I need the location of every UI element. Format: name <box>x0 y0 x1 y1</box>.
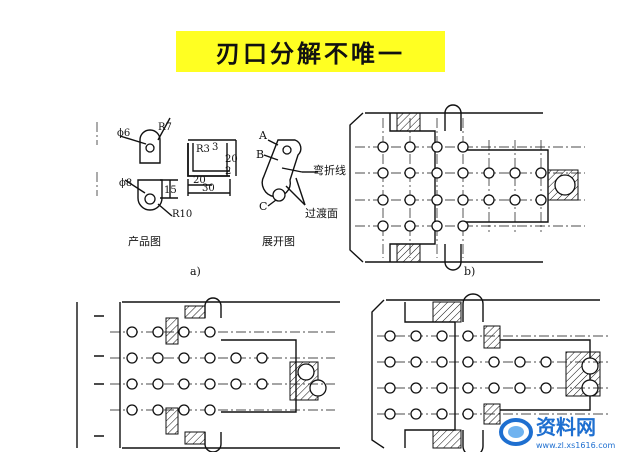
watermark: 资料网 www.zl.xs1616.com <box>496 404 628 452</box>
pilot-hole <box>431 141 443 153</box>
pilot-hole <box>457 167 469 179</box>
pilot-hole <box>178 404 190 416</box>
pilot-hole <box>126 378 138 390</box>
pilot-hole <box>436 330 448 342</box>
pilot-hole <box>126 326 138 338</box>
pilot-hole <box>410 356 422 368</box>
pilot-hole <box>256 378 268 390</box>
dim-30: 30 <box>202 183 215 194</box>
page-title: 刃口分解不唯一 <box>216 40 405 68</box>
pilot-hole <box>230 378 242 390</box>
pilot-hole <box>404 141 416 153</box>
pilot-hole <box>457 220 469 232</box>
product-caption: 产品图 <box>128 234 161 248</box>
pilot-hole <box>377 167 389 179</box>
dim-r7: R7 <box>158 122 172 133</box>
marker-a: A <box>258 129 268 142</box>
pilot-hole <box>483 167 495 179</box>
pilot-hole <box>204 404 216 416</box>
pilot-hole <box>204 326 216 338</box>
bottom-left-strip <box>76 297 340 452</box>
pilot-hole <box>410 382 422 394</box>
pilot-hole <box>410 408 422 420</box>
pilot-hole <box>488 356 500 368</box>
pilot-hole <box>384 330 396 342</box>
pilot-hole <box>377 220 389 232</box>
figure-a-unfold: A B C 弯折线 过渡面 展开图 <box>256 129 346 248</box>
pilot-hole <box>462 382 474 394</box>
dim-d8: ϕ8 <box>119 178 132 189</box>
pilot-hole <box>152 404 164 416</box>
pilot-hole <box>431 167 443 179</box>
pilot-hole <box>535 194 547 206</box>
bottom-right-pilot-holes <box>384 330 552 420</box>
pilot-hole <box>436 408 448 420</box>
pilot-hole <box>384 356 396 368</box>
pilot-hole <box>152 352 164 364</box>
pilot-hole <box>509 194 521 206</box>
pilot-hole <box>404 167 416 179</box>
pilot-hole <box>178 352 190 364</box>
pilot-hole <box>436 356 448 368</box>
pilot-hole <box>431 194 443 206</box>
dim-r3: R3 <box>196 144 210 155</box>
pilot-hole <box>488 382 500 394</box>
pilot-hole <box>152 326 164 338</box>
pilot-hole <box>126 404 138 416</box>
pilot-hole <box>540 382 552 394</box>
pilot-hole <box>483 194 495 206</box>
figure-a-product: ϕ6 R7 ϕ8 R10 15 R3 3 20 2 20 30 产品图 <box>96 117 238 248</box>
pilot-hole <box>462 330 474 342</box>
bottom-left-pilot-holes <box>126 326 268 416</box>
pilot-hole <box>404 220 416 232</box>
pilot-hole <box>514 356 526 368</box>
watermark-brand: 资料网 <box>536 415 596 439</box>
dim-3: 3 <box>212 142 218 153</box>
pilot-hole <box>126 352 138 364</box>
figure-b-label: b) <box>464 265 475 278</box>
pilot-hole <box>178 378 190 390</box>
pilot-hole <box>535 167 547 179</box>
dim-d6: ϕ6 <box>117 128 130 139</box>
pilot-hole <box>514 382 526 394</box>
dim-r10: R10 <box>172 209 192 220</box>
pilot-hole <box>404 194 416 206</box>
pilot-hole <box>410 330 422 342</box>
figure-b-strip <box>349 104 585 271</box>
pilot-hole <box>462 356 474 368</box>
watermark-url: www.zl.xs1616.com <box>536 441 616 450</box>
pilot-hole <box>509 167 521 179</box>
pilot-hole <box>540 356 552 368</box>
pilot-hole <box>462 408 474 420</box>
marker-b: B <box>256 148 264 161</box>
pilot-hole <box>256 352 268 364</box>
pilot-hole <box>178 326 190 338</box>
title-banner: 刃口分解不唯一 <box>176 31 445 72</box>
unfold-caption: 展开图 <box>262 235 295 248</box>
watermark-logo-icon: 资料网 www.zl.xs1616.com <box>499 415 616 450</box>
figure-a-label: a) <box>190 265 201 278</box>
figure-b-pilot-holes <box>377 141 547 232</box>
pilot-hole <box>384 382 396 394</box>
pilot-hole <box>436 382 448 394</box>
bottom-right-strip <box>371 293 610 452</box>
pilot-hole <box>377 141 389 153</box>
pilot-hole <box>431 220 443 232</box>
bend-line-label: 弯折线 <box>313 163 346 177</box>
pilot-hole <box>204 352 216 364</box>
pilot-hole <box>384 408 396 420</box>
pilot-hole <box>377 194 389 206</box>
dim-15: 15 <box>164 185 177 196</box>
pilot-hole <box>457 141 469 153</box>
dim-2: 2 <box>225 166 231 177</box>
pilot-hole <box>230 352 242 364</box>
dim-20-side: 20 <box>225 154 238 165</box>
pilot-hole <box>457 194 469 206</box>
pilot-hole <box>152 378 164 390</box>
pilot-hole <box>204 378 216 390</box>
dim-20: 20 <box>193 175 206 186</box>
marker-c: C <box>259 200 267 213</box>
transition-face-label: 过渡面 <box>305 206 338 220</box>
